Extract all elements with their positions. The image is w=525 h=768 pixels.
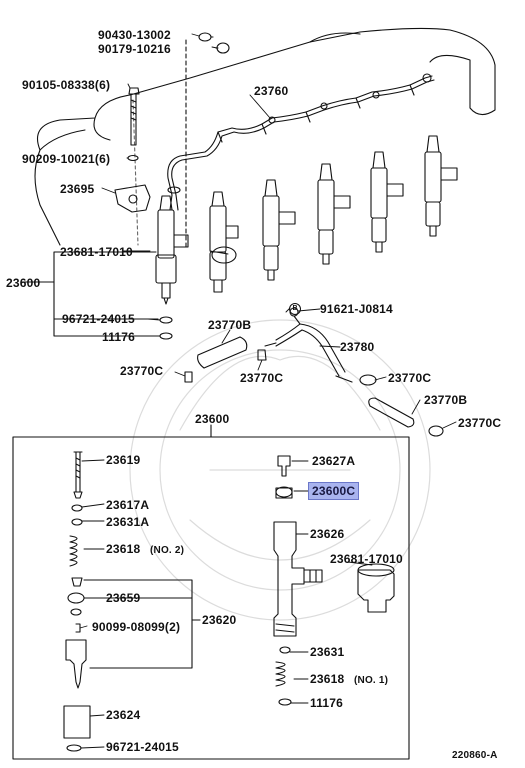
part-label-96721-24015-box[interactable]: 96721-24015 [106, 740, 179, 754]
part-label-90105-08338[interactable]: 90105-08338(6) [22, 78, 111, 92]
part-label-23631[interactable]: 23631 [310, 645, 345, 659]
part-label-91621-J0814[interactable]: 91621-J0814 [320, 302, 393, 316]
part-label-90430-13002[interactable]: 90430-13002 [98, 28, 171, 42]
variant-note-no2: (NO. 2) [150, 545, 185, 556]
variant-note-no1: (NO. 1) [354, 675, 389, 686]
part-label-23770b-a[interactable]: 23770B [208, 318, 252, 332]
injector-1 [155, 195, 189, 305]
part-label-23659[interactable]: 23659 [106, 591, 141, 605]
part-label-90179-10216[interactable]: 90179-10216 [98, 42, 171, 56]
reference-marker-b: B [289, 303, 301, 315]
part-label-23627a[interactable]: 23627A [312, 454, 356, 468]
part-label-96721-24015-top[interactable]: 96721-24015 [62, 312, 135, 326]
part-label-23770c-b[interactable]: 23770C [240, 371, 284, 385]
part-label-23626[interactable]: 23626 [310, 527, 345, 541]
engine-block-outline [34, 129, 86, 246]
fuel-line [167, 75, 433, 196]
injector-4 [317, 163, 351, 265]
injector-5 [370, 151, 404, 253]
injector-3 [262, 179, 296, 281]
part-label-23617a[interactable]: 23617A [106, 498, 150, 512]
clamp-23695 [114, 184, 151, 213]
part-label-90099-08099[interactable]: 90099-08099(2) [92, 620, 181, 634]
part-label-11176-box[interactable]: 11176 [310, 696, 344, 710]
part-label-23681-17010-box[interactable]: 23681-17010 [330, 552, 403, 566]
part-label-23600-box[interactable]: 23600 [195, 412, 230, 426]
injector-body-23626 [273, 521, 305, 637]
part-label-23770c-d[interactable]: 23770C [458, 416, 502, 430]
part-label-23618-no2[interactable]: 23618 [106, 542, 141, 556]
part-label-23619[interactable]: 23619 [106, 453, 141, 467]
injector-2 [209, 191, 239, 293]
injector-6 [424, 135, 458, 237]
part-label-23600-top[interactable]: 23600 [6, 276, 41, 290]
watermark-emblem [129, 319, 431, 621]
part-label-90209-10021[interactable]: 90209-10021(6) [22, 152, 111, 166]
part-label-23624[interactable]: 23624 [106, 708, 141, 722]
part-label-23760[interactable]: 23760 [254, 84, 289, 98]
part-label-23620[interactable]: 23620 [202, 613, 237, 627]
hose-23770b-a [197, 336, 248, 369]
part-label-23780[interactable]: 23780 [340, 340, 375, 354]
part-label-23770c-a[interactable]: 23770C [120, 364, 164, 378]
part-label-23695[interactable]: 23695 [60, 182, 95, 196]
hose-23770b-b [368, 397, 415, 428]
part-label-23681-17010-top[interactable]: 23681-17010 [60, 245, 133, 259]
part-label-23770b-b[interactable]: 23770B [424, 393, 468, 407]
part-label-11176-top[interactable]: 11176 [102, 330, 136, 344]
part-label-23618-no1[interactable]: 23618 [310, 672, 345, 686]
part-label-23631a[interactable]: 23631A [106, 515, 150, 529]
part-label-23770c-c[interactable]: 23770C [388, 371, 432, 385]
figure-code: 220860-A [452, 750, 498, 761]
part-label-23600c-highlighted[interactable]: 23600C [308, 482, 360, 500]
